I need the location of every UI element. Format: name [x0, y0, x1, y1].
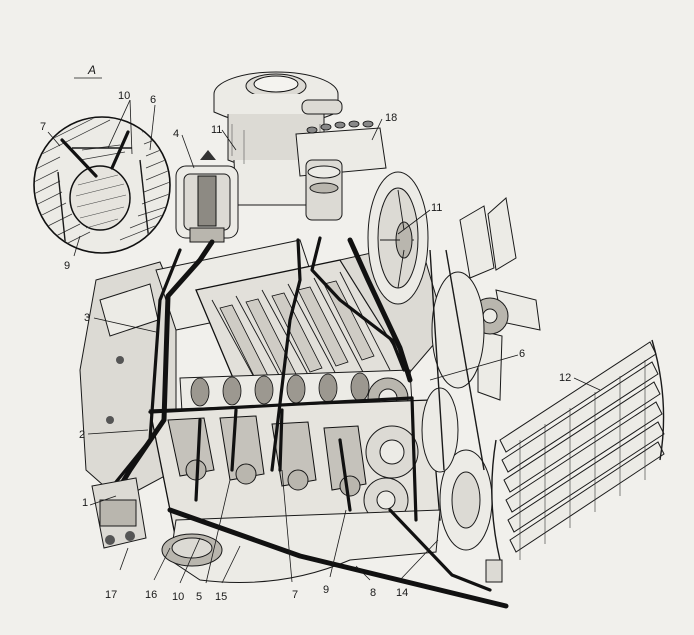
inset-detail-a: A — [33, 63, 171, 254]
callout-17: 17 — [105, 589, 117, 601]
callout-8: 8 — [370, 587, 376, 599]
callout-11-inset: 10 — [118, 90, 130, 102]
callout-1: 1 — [82, 497, 88, 509]
callout-9: 9 — [323, 584, 329, 596]
callout-4: 4 — [173, 128, 179, 140]
callout-10-inset: 9 — [64, 260, 70, 272]
callout-10: 10 — [172, 591, 184, 603]
oil-pump — [91, 477, 147, 549]
callout-2: 2 — [79, 429, 85, 441]
oil-lines — [114, 236, 509, 609]
oil-cooler — [485, 339, 665, 583]
callout-14: 14 — [396, 587, 408, 599]
air-filter — [213, 71, 343, 206]
callout-6-inset: 6 — [150, 94, 156, 106]
callout-5: 5 — [196, 591, 202, 603]
callout-7: 7 — [292, 589, 298, 601]
callout-12: 11 — [211, 124, 222, 136]
inset-label: A — [87, 63, 96, 77]
callout-13: 12 — [559, 372, 571, 384]
callout-labels: 10 6 7 9 4 11 18 11 3 6 12 2 1 17 16 10 … — [40, 90, 571, 603]
crankshaft — [167, 415, 367, 497]
leader-lines — [47, 99, 601, 584]
callout-16: 16 — [145, 589, 157, 601]
callout-3: 3 — [84, 312, 90, 324]
callout-6: 6 — [519, 348, 525, 360]
fan-assembly — [367, 171, 541, 551]
callout-11: 11 — [431, 202, 442, 214]
callout-7-inset: 7 — [40, 121, 46, 133]
breather-housing — [295, 120, 387, 221]
oil-filter — [175, 150, 239, 243]
callout-15: 15 — [215, 591, 227, 603]
callout-18: 18 — [385, 112, 397, 124]
